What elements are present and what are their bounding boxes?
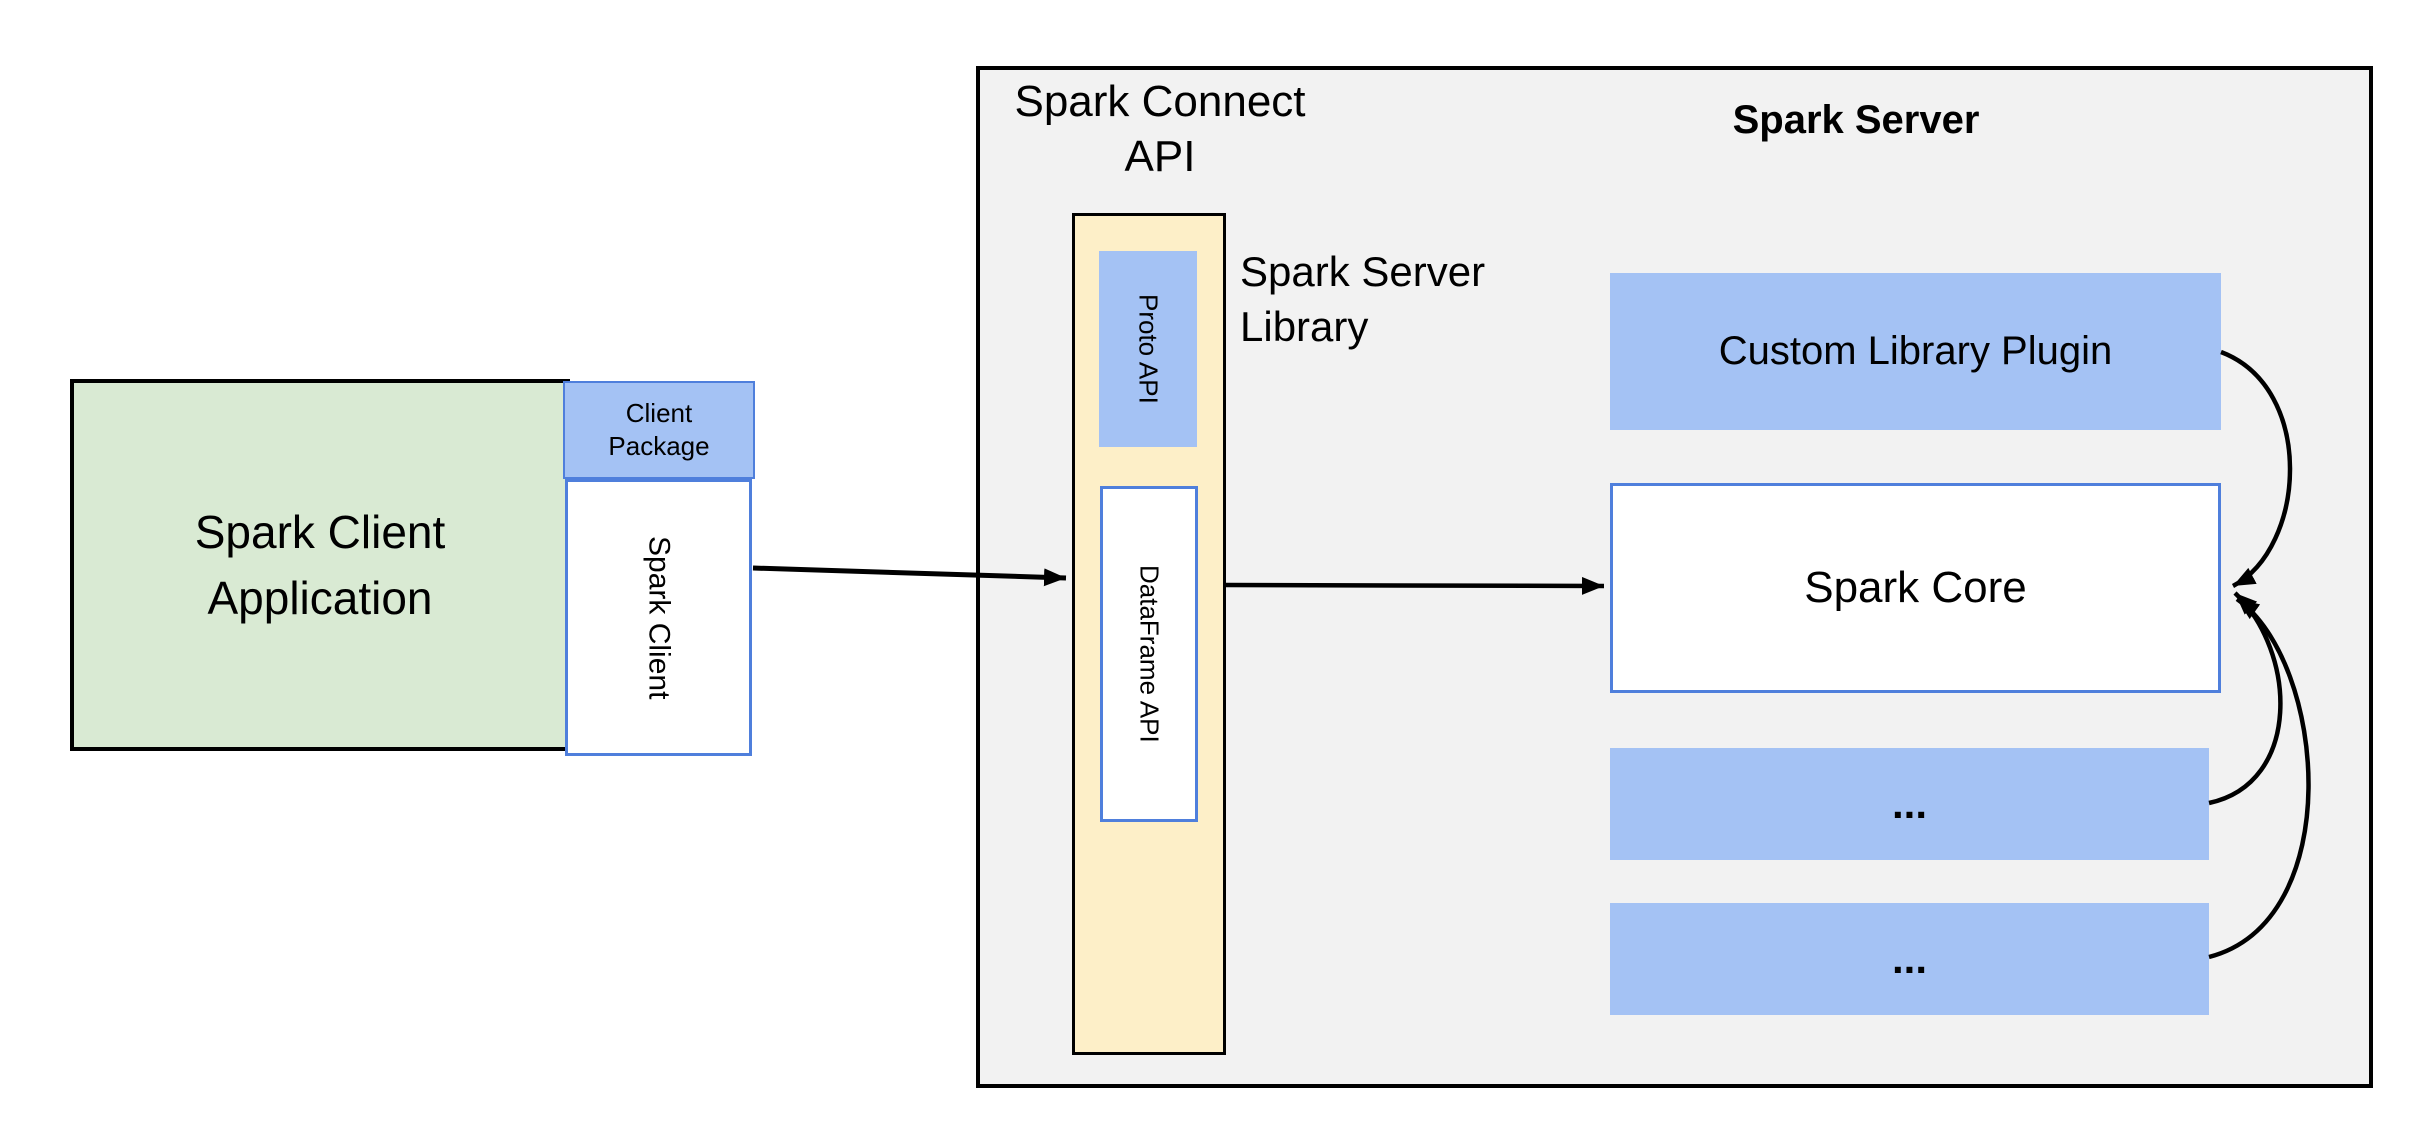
spark-client-box: Spark Client bbox=[565, 479, 752, 756]
spark-server-library-label: Spark Server Library bbox=[1240, 244, 1570, 354]
spark-server-title: Spark Server bbox=[1732, 98, 1980, 142]
extension-box-2-label: ... bbox=[1891, 935, 1927, 982]
proto-api-label: Proto API bbox=[1133, 294, 1164, 404]
spark-server-library-label-line1: Spark Server bbox=[1240, 248, 1486, 295]
spark-connect-api-label-line1: Spark Connect bbox=[1014, 77, 1306, 126]
spark-client-application-box: Spark Client Application bbox=[70, 379, 570, 751]
dataframe-api-label: DataFrame API bbox=[1134, 565, 1165, 743]
spark-client-label: Spark Client bbox=[642, 535, 676, 700]
spark-connect-api-label: Spark Connect API bbox=[980, 74, 1340, 184]
extension-box-2: ... bbox=[1610, 903, 2209, 1015]
client-package-label-line2: Package bbox=[608, 431, 710, 461]
extension-box-1-label: ... bbox=[1891, 780, 1927, 827]
extension-box-1: ... bbox=[1610, 748, 2209, 860]
spark-client-application-label-line1: Spark Client bbox=[194, 506, 446, 558]
spark-client-application-label-line2: Application bbox=[207, 572, 433, 624]
spark-server-library-label-line2: Library bbox=[1240, 303, 1369, 350]
spark-core-box: Spark Core bbox=[1610, 483, 2221, 693]
dataframe-api-box: DataFrame API bbox=[1100, 486, 1198, 822]
spark-client-application-label: Spark Client Application bbox=[195, 499, 446, 631]
spark-core-label: Spark Core bbox=[1804, 563, 2027, 612]
proto-api-box: Proto API bbox=[1099, 251, 1197, 447]
custom-library-plugin-label: Custom Library Plugin bbox=[1718, 329, 2113, 373]
spark-connect-api-label-line2: API bbox=[1124, 132, 1196, 181]
client-package-box: Client Package bbox=[563, 381, 755, 479]
client-package-label-line1: Client bbox=[625, 398, 693, 428]
custom-library-plugin-box: Custom Library Plugin bbox=[1610, 273, 2221, 430]
